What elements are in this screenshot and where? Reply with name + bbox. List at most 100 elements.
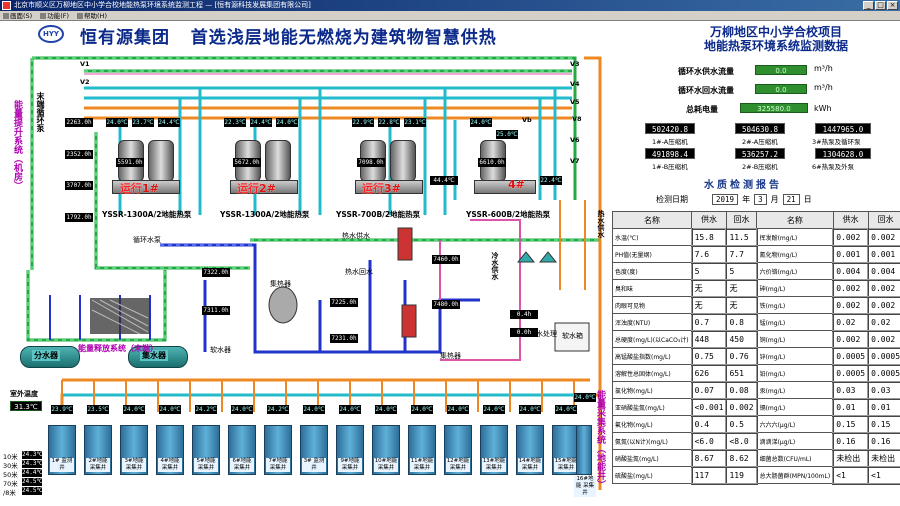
- table-cell-value: 0.002: [867, 295, 900, 315]
- well-12-label: 12#地能 采集井: [446, 458, 470, 472]
- table-cell-value: 7.6: [690, 244, 728, 264]
- mid-hours-7: 0.4h: [510, 310, 538, 319]
- table-cell-value: 0.001: [832, 244, 870, 264]
- hp2-hours: 5672.0h: [233, 158, 261, 167]
- well-5-label: 5#地能 采集井: [194, 458, 218, 472]
- well-16-temp: 24.0℃: [574, 393, 596, 402]
- company-logo: HYY: [38, 25, 64, 43]
- meter-3-caption: 3#热泵及循环泵: [812, 138, 861, 146]
- hp1-tag: 运行1#: [120, 182, 159, 195]
- hp2-compressor-b[interactable]: [265, 140, 291, 182]
- depth-70: 70米: [3, 480, 18, 488]
- return-flow-label: 循环水回水流量: [678, 86, 734, 95]
- valve-v2[interactable]: V2: [80, 78, 90, 86]
- hp1-compressor-b[interactable]: [148, 140, 174, 182]
- meter-1b-caption: 1#-B压缩机: [652, 163, 688, 171]
- mixer-tank-label: 集水器: [140, 350, 168, 361]
- report-month[interactable]: 3: [754, 194, 767, 205]
- table-cell-value: 8.62: [725, 448, 758, 468]
- table-cell-name: 锰(mg/L): [756, 313, 834, 331]
- valve-v5[interactable]: V5: [570, 98, 580, 106]
- pump-hours-1: 2263.0h: [65, 118, 93, 127]
- meter-2b-caption: 2#-B压缩机: [742, 163, 778, 171]
- table-cell-value: 0.15: [832, 414, 870, 434]
- table-cell-value: 无: [725, 278, 758, 298]
- mid-hours-6: 7480.0h: [432, 300, 460, 309]
- power-value: 325580.0: [740, 103, 808, 113]
- col-return-2: 回水: [867, 211, 900, 229]
- table-cell-name: 硝酸盐氮(mg/L): [611, 449, 693, 467]
- project-title: 万柳地区中小学合校项目 地能热泵环境系统监测数据: [703, 25, 848, 53]
- plate-exchanger-2: [401, 304, 417, 338]
- valve-vb[interactable]: Vb: [522, 116, 532, 124]
- return-flow-value: 0.0: [755, 84, 807, 94]
- table-cell-name: 氟化物(mg/L): [611, 415, 693, 433]
- table-cell-name: 水温(℃): [611, 228, 693, 246]
- menu-screen[interactable]: 画面(S): [3, 11, 32, 20]
- report-day[interactable]: 21: [782, 194, 800, 205]
- table-cell-value: 5: [690, 261, 728, 281]
- well-15-temp: 24.0℃: [555, 405, 577, 414]
- well-2-temp: 23.5℃: [87, 405, 109, 414]
- well-13-label: 13#地能 采集井: [482, 458, 506, 472]
- well-4-temp: 24.0℃: [159, 405, 181, 414]
- table-cell-value: 0.002: [867, 329, 900, 349]
- valve-v7[interactable]: V7: [570, 157, 580, 165]
- well-16[interactable]: [576, 425, 592, 475]
- hp4-tag: 4#: [508, 178, 525, 191]
- pipe-network: [26, 56, 602, 490]
- mid-hours-8: 0.0h: [510, 328, 538, 337]
- well-3-label: 3#地能 采集井: [122, 458, 146, 472]
- valve-v1[interactable]: V1: [80, 60, 90, 68]
- table-cell-name: 锌(mg/L): [756, 347, 834, 365]
- valve-v6[interactable]: V6: [570, 136, 580, 144]
- valve-v4[interactable]: V4: [570, 80, 580, 88]
- hp1-temp-3: 24.4℃: [158, 118, 180, 127]
- minimize-button[interactable]: _: [863, 1, 874, 10]
- report-title: 水质检测报告: [704, 180, 782, 191]
- menu-help[interactable]: 帮助(H): [77, 11, 107, 20]
- well-14-label: 14#地能 采集井: [518, 458, 542, 472]
- valve-v8[interactable]: V8: [572, 115, 582, 123]
- hp3-compressor-b[interactable]: [390, 140, 416, 182]
- filter-2: [538, 251, 558, 263]
- hp1-hours: 5591.0h: [116, 158, 144, 167]
- report-year[interactable]: 2019: [712, 194, 739, 205]
- pipe-pink-right: [439, 219, 521, 361]
- table-cell-name: 氨氮(以N计)(mg/L): [611, 432, 693, 450]
- menu-function[interactable]: 功能(F): [40, 11, 69, 20]
- table-cell-name: 砷(mg/L): [756, 279, 834, 297]
- mix-label: 集热器: [270, 280, 291, 288]
- table-cell-name: 溶解性总固体(mg/L): [611, 364, 693, 382]
- table-cell-value: 0.7: [690, 312, 728, 332]
- pump-hours-3: 3707.0h: [65, 181, 93, 190]
- table-cell-value: 8.67: [690, 448, 728, 468]
- report-date-row: 检测日期 2019 年 3 月 21 日: [656, 194, 812, 205]
- company-slogan: 首选浅层地能无燃烧为建筑物智慧供热: [190, 28, 497, 48]
- table-cell-value: 0.02: [867, 312, 900, 332]
- energy-collect-label: 能量采集系统（地能井）: [595, 390, 605, 489]
- well-9-label: 9#地能 采集井: [338, 458, 362, 472]
- hp4-temp-2: 25.0℃: [496, 130, 518, 139]
- valve-v3[interactable]: V3: [570, 60, 580, 68]
- hp3-hours: 7098.0h: [357, 158, 385, 167]
- table-cell-value: <6.0: [690, 431, 728, 451]
- well-7-label: 7#地能 采集井: [266, 458, 290, 472]
- hp2-model: YSSR-1300A/2地能热泵: [220, 210, 310, 219]
- close-button[interactable]: ×: [887, 1, 898, 10]
- hp4-model: YSSR-600B/2地能热泵: [466, 210, 551, 219]
- mid-hours-3: 7225.0h: [330, 298, 358, 307]
- mid-hours-5: 7460.0h: [432, 255, 460, 264]
- mixing-vessel: [268, 286, 298, 324]
- maximize-button[interactable]: □: [875, 1, 886, 10]
- table-cell-value: 0.75: [690, 346, 728, 366]
- table-cell-value: <0.001: [690, 397, 728, 417]
- screen-icon: [3, 12, 9, 19]
- well-14-temp: 24.0℃: [519, 405, 541, 414]
